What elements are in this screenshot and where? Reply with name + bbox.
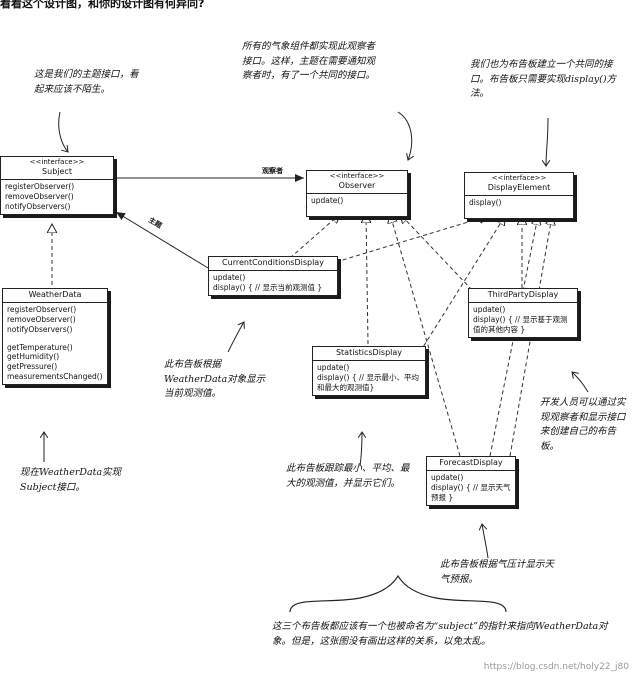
method: notifyObservers(): [7, 324, 73, 334]
subject-interface: <<interface>> Subject registerObserver()…: [0, 156, 114, 215]
statistics-display-class: StatisticsDisplay update() display() { /…: [312, 346, 426, 396]
third-party-note: 开发人员可以通过实现观察者和显示接口来创建自己的布告板。: [540, 397, 626, 453]
method: display(): [469, 198, 502, 208]
forecast-note: 此布告板根据气压计显示天气预报。: [440, 559, 555, 585]
current-conditions-display-class: CurrentConditionsDisplay update() displa…: [208, 256, 338, 296]
statistics-note: 此布告板跟踪最小、平均、最大的观测值，并显示它们。: [286, 463, 410, 489]
method: getPressure(): [7, 362, 58, 372]
method: display() { // 显示天气预报 }: [431, 483, 511, 502]
stereotype: <<interface>>: [329, 172, 385, 180]
class-name: Subject: [42, 167, 72, 177]
method: getHumidity(): [7, 352, 60, 362]
method: update(): [473, 305, 506, 315]
display-note: 我们也为布告板建立一个共同的接口。布告板只需要实现display()方法。: [470, 59, 617, 100]
forecast-display-class: ForecastDisplay update() display() { // …: [426, 456, 516, 506]
page-title: 看看这个设计图，和你的设计图有何异同?: [0, 0, 205, 10]
method: removeObserver(): [7, 315, 76, 325]
weather-data-note: 现在WeatherData实现Subject接口。: [20, 467, 122, 493]
observer-note: 所有的气象组件都实现此观察者接口。这样，主题在需要通知观察者时，有了一个共同的接…: [242, 41, 376, 82]
method: notifyObservers(): [5, 201, 71, 211]
method: registerObserver(): [5, 182, 75, 192]
bottom-note: 这三个布告板都应该有一个也被命名为“subject”的指针来指向WeatherD…: [272, 621, 608, 647]
method: registerObserver(): [7, 305, 77, 315]
method: update(): [311, 196, 344, 206]
observer-interface: <<interface>> Observer update(): [306, 170, 408, 218]
observers-label: 观察者: [262, 167, 283, 175]
class-name: DisplayElement: [487, 183, 551, 193]
stereotype: <<interface>>: [491, 174, 547, 182]
method: measurementsChanged(): [7, 371, 103, 381]
method: update(): [317, 363, 350, 373]
third-party-display-class: ThirdPartyDisplay update() display() { /…: [468, 288, 578, 338]
class-name: ThirdPartyDisplay: [487, 290, 559, 299]
method: display() { // 显示基于观测值的其他内容 }: [473, 315, 568, 334]
subject-note: 这是我们的主题接口，看起来应该不陌生。: [34, 69, 139, 95]
class-name: CurrentConditionsDisplay: [222, 258, 324, 267]
class-name: StatisticsDisplay: [335, 348, 403, 357]
class-name: WeatherData: [28, 290, 82, 299]
method: getTemperature(): [7, 342, 73, 352]
method: display() { // 显示最小、平均和最大的观测值}: [317, 373, 419, 392]
method: update(): [431, 473, 464, 483]
weather-data-class: WeatherData registerObserver() removeObs…: [2, 288, 108, 385]
current-conditions-note: 此布告板根据WeatherData对象显示当前观测值。: [164, 359, 266, 400]
method: removeObserver(): [5, 192, 74, 202]
method: update(): [213, 273, 246, 283]
class-name: Observer: [338, 181, 376, 191]
method: display() { // 显示当前观测值 }: [213, 283, 323, 293]
class-name: ForecastDisplay: [439, 458, 503, 467]
stereotype: <<interface>>: [29, 158, 85, 166]
display-element-interface: <<interface>> DisplayElement display(): [464, 172, 574, 220]
watermark: https://blog.csdn.net/holy22_j80: [483, 662, 629, 672]
